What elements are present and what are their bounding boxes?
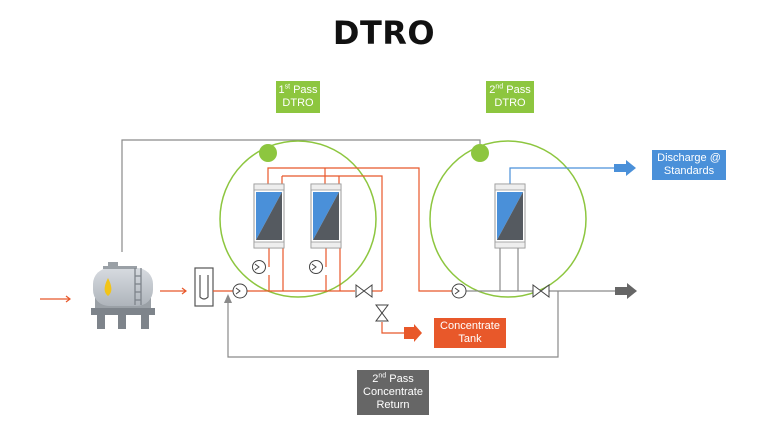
pass2-indicator-dot	[471, 144, 489, 162]
concentrate-arrow-icon	[404, 324, 422, 342]
pass1-label: 1st Pass DTRO	[276, 81, 320, 113]
pass2-boundary	[429, 140, 587, 298]
pass2-piping	[466, 167, 615, 292]
membrane-module-icon	[310, 183, 342, 249]
discharge-label: Discharge @ Standards	[652, 150, 726, 180]
pump-icon	[309, 260, 323, 274]
pass1-boundary	[219, 140, 377, 298]
feed-tank-icon	[91, 262, 155, 329]
concentrate-return-label: 2nd Pass Concentrate Return	[357, 370, 429, 415]
valve-icon	[375, 304, 389, 322]
outlet-arrow-icon	[615, 283, 637, 299]
tank-vent-line	[121, 139, 481, 252]
membrane-module-icon	[253, 183, 285, 249]
pump-icon	[252, 260, 266, 274]
page-title: DTRO	[332, 14, 436, 52]
cartridge-filter-icon	[194, 267, 214, 307]
tank-to-filter-arrow-icon	[160, 287, 187, 295]
pass2-label: 2nd Pass DTRO	[486, 81, 534, 113]
valve-icon	[532, 284, 550, 298]
concentrate-tank-label: Concentrate Tank	[434, 318, 506, 348]
pass1-piping	[247, 167, 452, 334]
pass1-indicator-dot	[259, 144, 277, 162]
return-loop-line	[224, 291, 559, 358]
inlet-arrow-icon	[40, 295, 71, 303]
discharge-arrow-icon	[614, 160, 636, 176]
valve-icon	[355, 284, 373, 298]
pump-icon	[451, 283, 467, 299]
membrane-module-icon	[494, 183, 526, 249]
pump-icon	[232, 283, 248, 299]
